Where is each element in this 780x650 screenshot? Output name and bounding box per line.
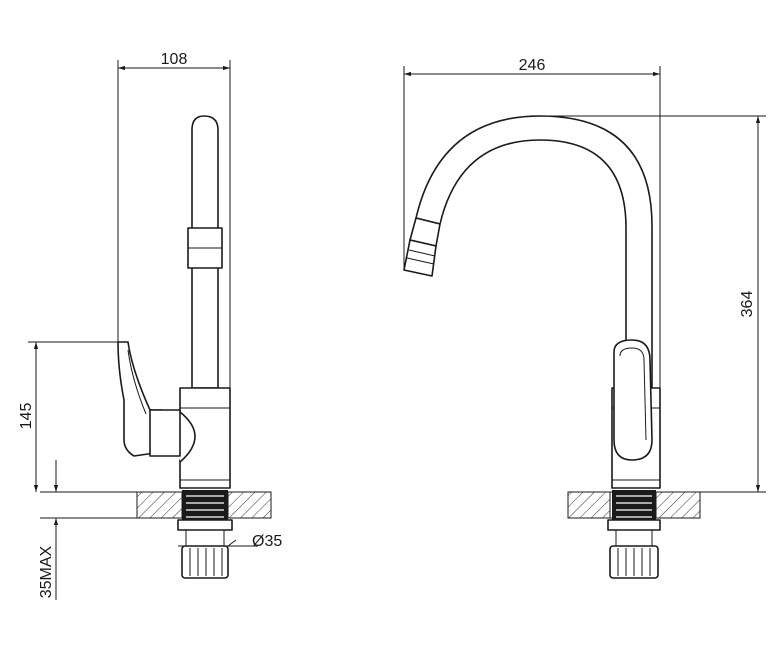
dimension-front-height: 364 bbox=[540, 115, 766, 493]
countertop-section-left bbox=[40, 491, 272, 519]
side-cartridge-dome bbox=[179, 411, 196, 463]
dimension-side-width: 108 bbox=[117, 51, 231, 388]
front-spout-aerator bbox=[403, 217, 441, 277]
front-mounting-shank bbox=[607, 490, 661, 579]
dimension-front-width: 246 bbox=[403, 57, 661, 388]
countertop-section-right bbox=[567, 491, 701, 519]
label-front-width: 246 bbox=[519, 57, 546, 74]
side-lock-nut bbox=[181, 545, 229, 579]
label-lever-height: 145 bbox=[18, 403, 35, 430]
dimension-lever-height: 145 bbox=[18, 341, 118, 492]
label-thread-diameter: Ø35 bbox=[252, 533, 282, 550]
front-lever-handle bbox=[613, 339, 653, 461]
dimension-thread-diameter: Ø35 bbox=[178, 533, 282, 550]
front-view: 246 364 bbox=[403, 57, 766, 579]
side-mounting-shank bbox=[177, 490, 233, 579]
side-view: 108 145 35MAX Ø35 bbox=[18, 51, 282, 600]
label-front-height: 364 bbox=[739, 291, 756, 318]
label-side-width: 108 bbox=[161, 51, 188, 68]
label-countertop-max: 35MAX bbox=[38, 545, 55, 598]
side-lever-hub bbox=[149, 409, 181, 457]
dimension-countertop-max: 35MAX bbox=[38, 460, 59, 600]
